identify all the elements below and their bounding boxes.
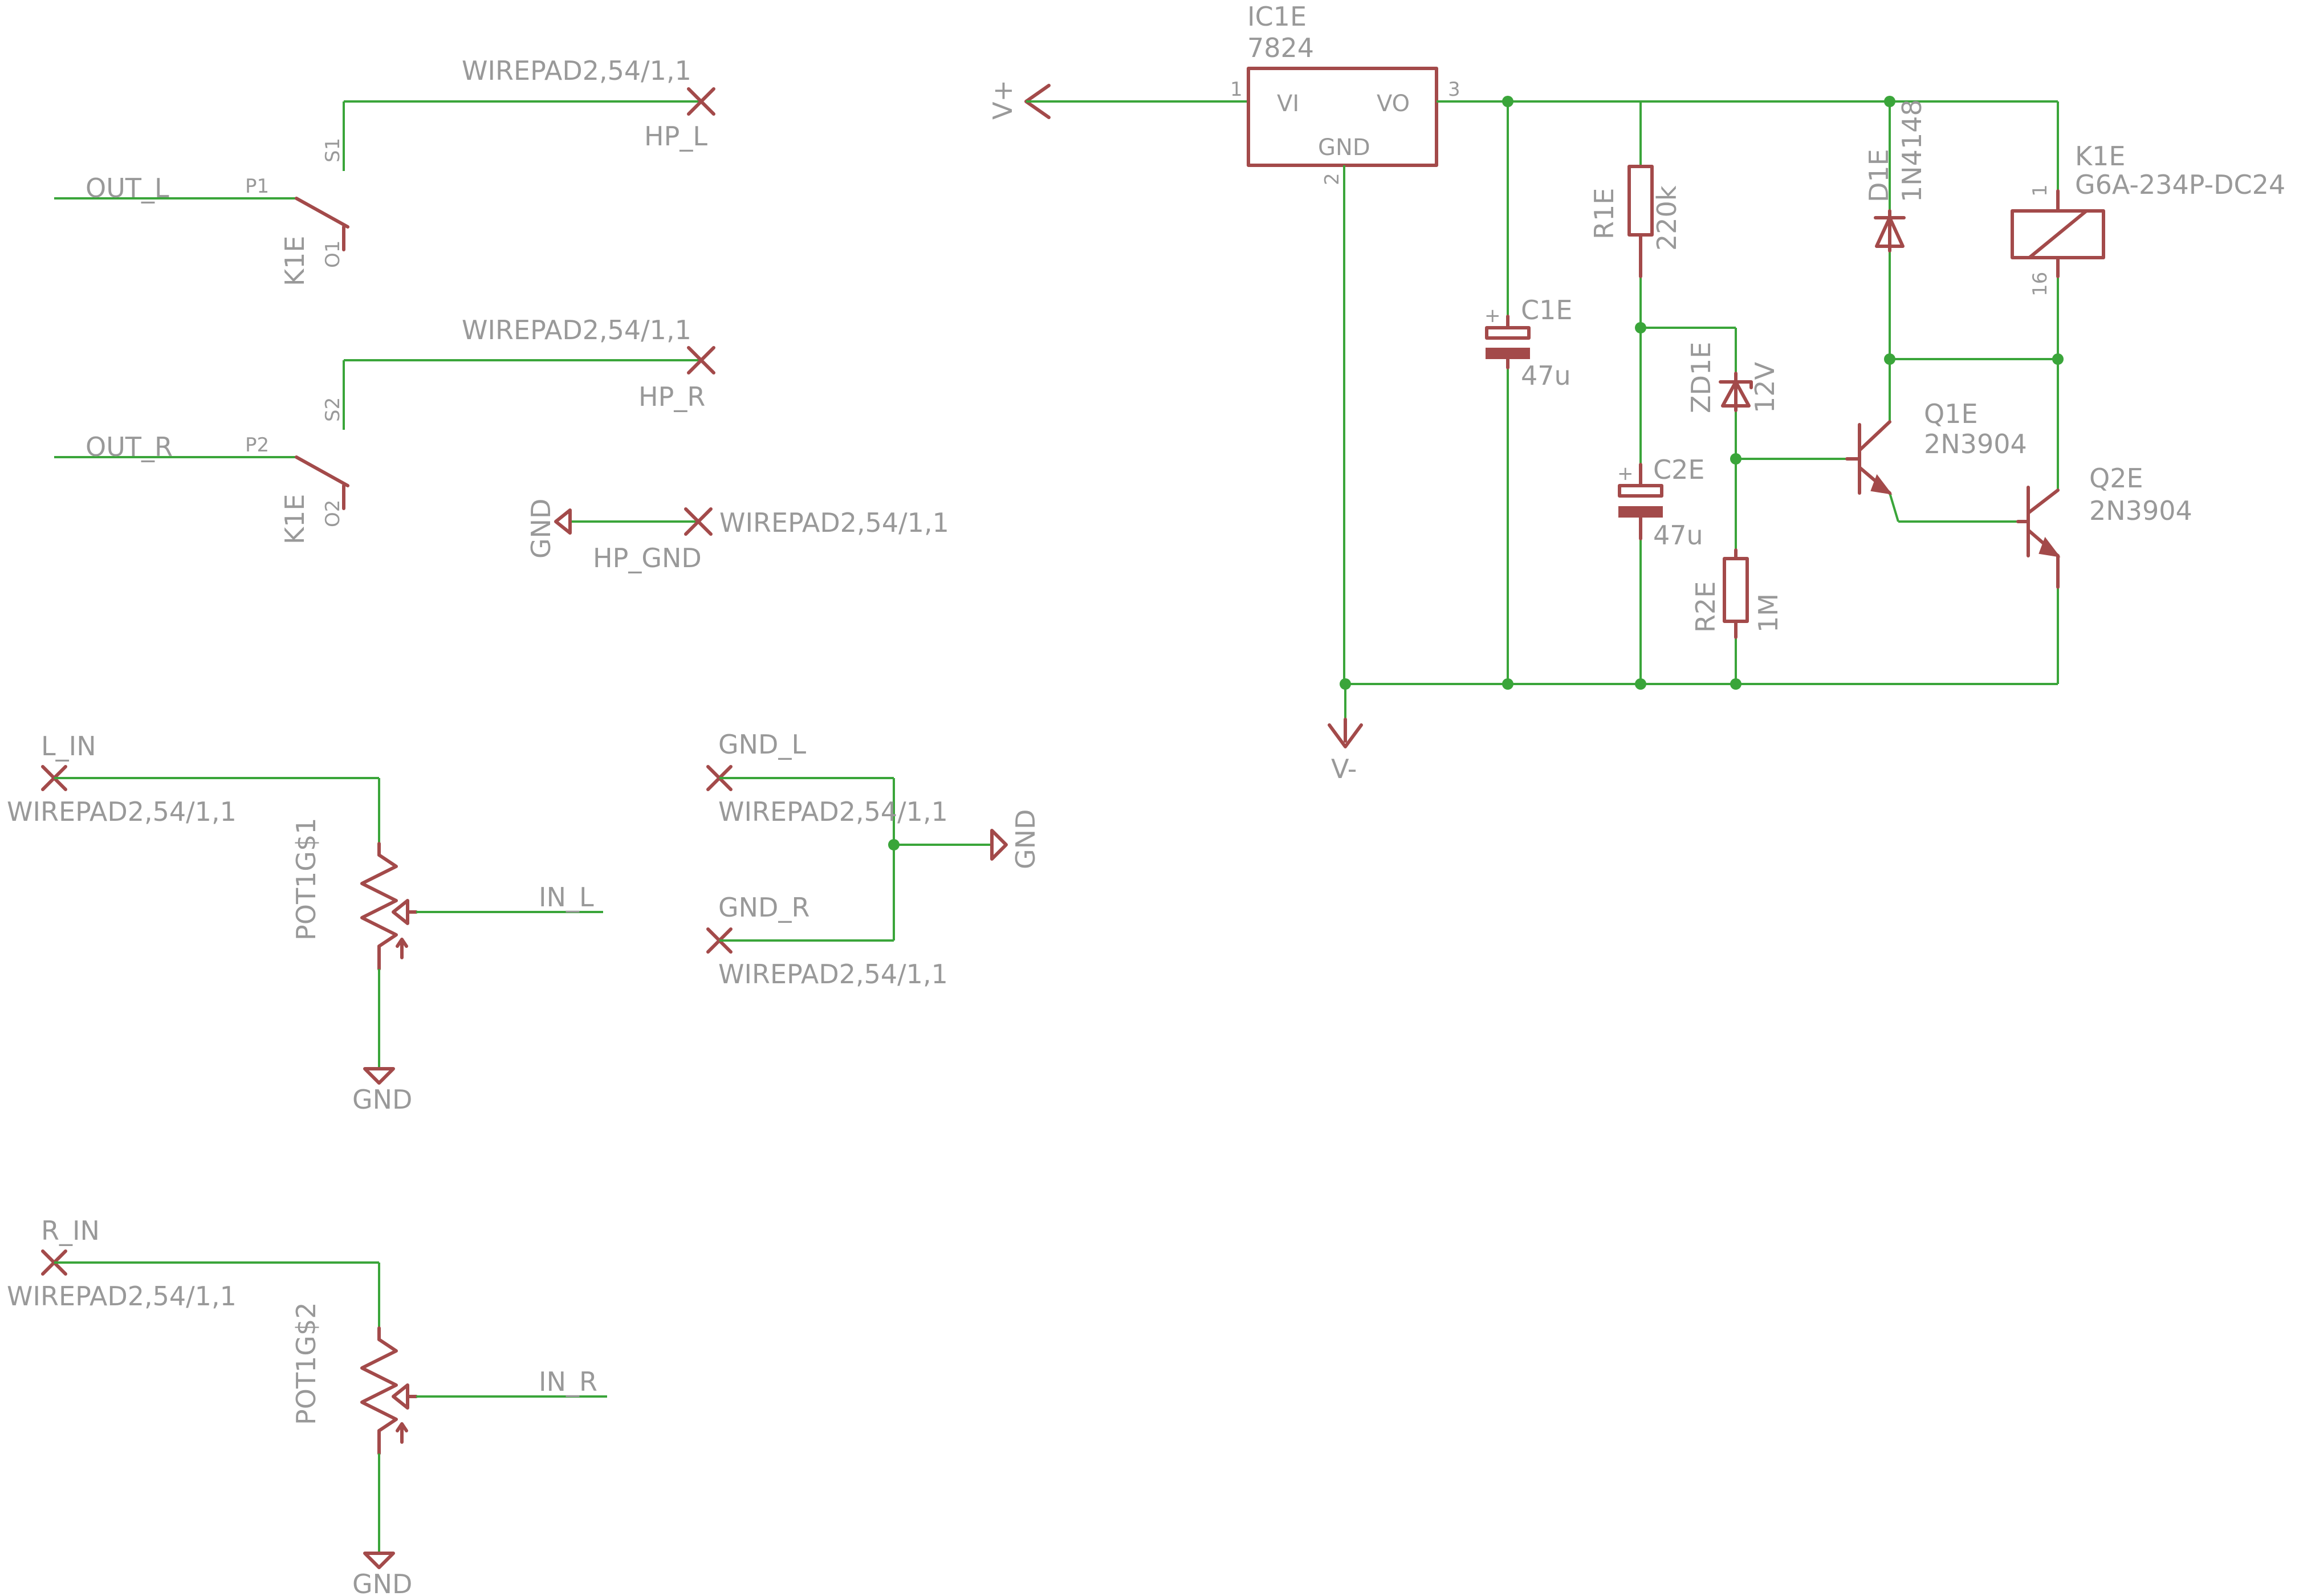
regulator-pin-vi: VI: [1277, 91, 1299, 117]
r1e-ref: R1E: [1589, 188, 1620, 239]
capacitor-c2e: + C2E 47u: [1617, 454, 1704, 551]
relay-value: G6A-234P-DC24: [2075, 169, 2285, 200]
net-label-hp-gnd: HP_GND: [593, 543, 702, 573]
net-label-hp-r: HP_R: [638, 381, 705, 412]
regulator-pin-vo: VO: [1377, 91, 1410, 117]
regulator-7824: IC1E 7824 VI VO GND 1 3 2: [1230, 1, 1460, 185]
wirepad-hp-l: WIREPAD2,54/1,1 HP_L: [462, 55, 715, 152]
regulator-ref: IC1E: [1247, 1, 1307, 32]
regulator-value: 7824: [1247, 32, 1314, 63]
pad-label-hp-l: WIREPAD2,54/1,1: [462, 55, 691, 86]
net-label-l-in: L_IN: [41, 731, 96, 762]
capacitor-c1e: + C1E 47u: [1484, 295, 1572, 391]
relay-pin1: 1: [2029, 184, 2052, 197]
pad-label-r-in: WIREPAD2,54/1,1: [7, 1281, 237, 1312]
c1e-ref: C1E: [1521, 295, 1572, 325]
switch-ref-k1e-1: K1E: [279, 236, 310, 287]
r2e-value: 1M: [1753, 593, 1784, 633]
pin-label-o2: O2: [322, 500, 344, 527]
circuit-wires: [1343, 100, 2059, 719]
regulator-pin2: 2: [1321, 173, 1344, 185]
pad-label-hp-r: WIREPAD2,54/1,1: [462, 315, 691, 345]
pad-label-hp-gnd: WIREPAD2,54/1,1: [719, 507, 949, 538]
relay-coil-k1e: 1 16 K1E G6A-234P-DC24: [2011, 141, 2285, 296]
gnd-label-hp: GND: [526, 499, 556, 559]
net-label-out-l: OUT_L: [86, 173, 169, 203]
net-label-in-r: IN_R: [539, 1366, 597, 1397]
gnd-label-pot1: GND: [352, 1084, 412, 1115]
net-label-gnd-l: GND_L: [718, 729, 806, 760]
pin-label-s1: S1: [322, 138, 344, 162]
d1e-ref: D1E: [1863, 149, 1894, 202]
wirepad-hp-r: WIREPAD2,54/1,1 HP_R: [462, 315, 715, 412]
net-label-r-in: R_IN: [41, 1215, 100, 1246]
d1e-value: 1N4148: [1897, 99, 1927, 202]
switch-contact-left: OUT_L P1 S1 O1 K1E: [54, 100, 701, 287]
q2e-ref: Q2E: [2089, 463, 2143, 494]
pad-label-gnd-l: WIREPAD2,54/1,1: [718, 796, 948, 827]
resistor-r2e: R2E 1M: [1690, 548, 1784, 639]
q2e-value: 2N3904: [2089, 495, 2192, 526]
pin-label-p1: P1: [245, 175, 269, 198]
vminus-supply: V-: [1328, 718, 1363, 784]
zener-zd1e: ZD1E 12V: [1686, 342, 1780, 413]
gnd-label-mid: GND: [1010, 809, 1041, 869]
vplus-label: V+: [987, 80, 1018, 120]
c2e-plus: +: [1617, 462, 1634, 485]
regulator-pin-gnd: GND: [1318, 135, 1370, 161]
gnd-label-pot2: GND: [352, 1569, 412, 1596]
gnd-pads: GND_L WIREPAD2,54/1,1 GND_R WIREPAD2,54/…: [706, 729, 1041, 990]
pad-label-l-in: WIREPAD2,54/1,1: [7, 796, 237, 827]
zd1e-ref: ZD1E: [1686, 342, 1716, 413]
regulator-pin1: 1: [1230, 78, 1243, 101]
pot-label-1: POT1G$1: [291, 818, 322, 941]
pin-label-p2: P2: [245, 434, 269, 457]
pad-label-gnd-r: WIREPAD2,54/1,1: [718, 959, 948, 990]
pot-label-2: POT1G$2: [291, 1302, 322, 1426]
r2e-ref: R2E: [1690, 581, 1721, 633]
vminus-label: V-: [1331, 754, 1357, 784]
pot-left: L_IN WIREPAD2,54/1,1 POT1G$1 IN_L GND: [7, 731, 603, 1115]
transistor-q1e: Q1E 2N3904: [1845, 398, 2027, 495]
relay-pin16: 16: [2029, 272, 2052, 296]
regulator-pin3: 3: [1448, 78, 1460, 101]
c2e-value: 47u: [1653, 520, 1703, 551]
pin-label-s2: S2: [322, 397, 344, 422]
switch-ref-k1e-2: K1E: [279, 494, 310, 545]
r1e-value: 220k: [1651, 185, 1682, 251]
c1e-value: 47u: [1521, 360, 1571, 391]
vplus-supply: V+: [987, 80, 1248, 120]
pin-label-o1: O1: [322, 241, 344, 268]
resistor-r1e: R1E 220k: [1589, 165, 1682, 278]
zd1e-value: 12V: [1749, 361, 1780, 413]
switch-contact-right: OUT_R P2 S2 O2 K1E: [54, 359, 701, 545]
net-label-in-l: IN_L: [539, 882, 594, 913]
c1e-plus: +: [1484, 304, 1501, 327]
c2e-ref: C2E: [1653, 454, 1704, 485]
relay-ref: K1E: [2075, 141, 2126, 172]
q1e-ref: Q1E: [1924, 398, 1978, 429]
net-label-gnd-r: GND_R: [718, 892, 809, 923]
junctions: [1340, 96, 2064, 690]
q1e-value: 2N3904: [1924, 429, 2027, 459]
transistor-q2e: Q2E 2N3904: [2016, 463, 2192, 589]
diode-d1e: D1E 1N4148: [1863, 99, 1927, 253]
wirepad-hp-gnd: GND WIREPAD2,54/1,1 HP_GND: [526, 499, 949, 573]
pot-right: R_IN WIREPAD2,54/1,1 POT1G$2 IN_R GND: [7, 1215, 607, 1596]
net-label-out-r: OUT_R: [86, 431, 173, 462]
net-label-hp-l: HP_L: [644, 121, 707, 152]
